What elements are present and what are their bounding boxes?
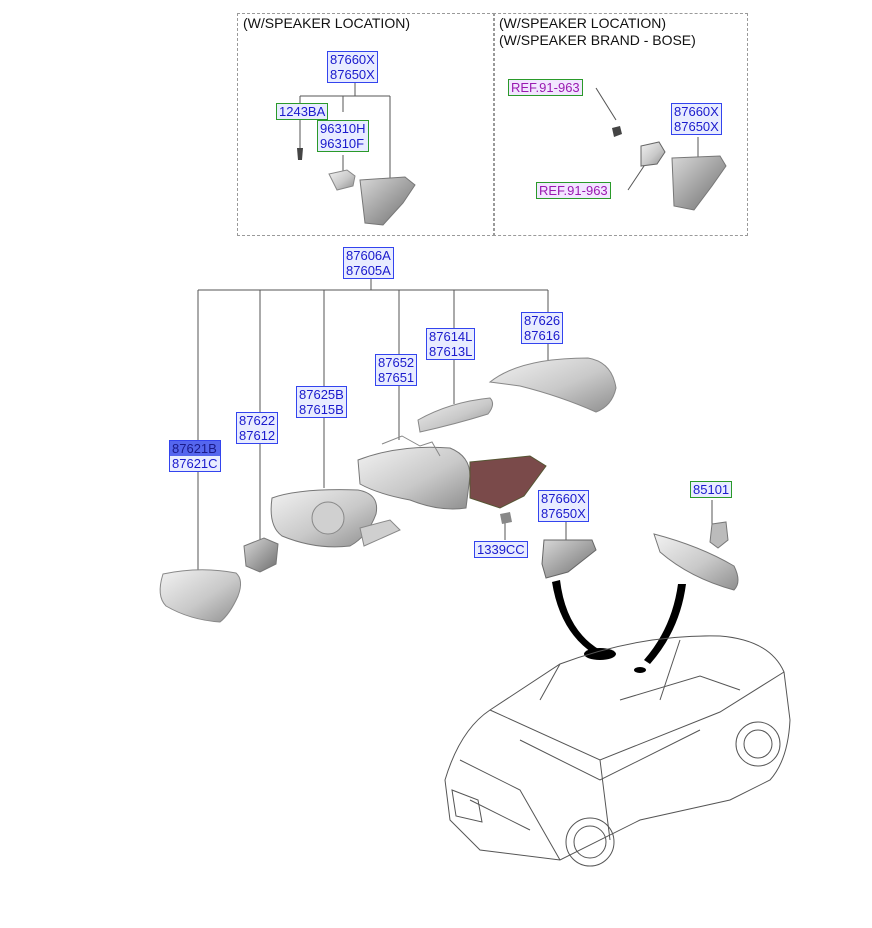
inset-box-left <box>237 13 495 236</box>
part-label-top-left-module[interactable]: 96310H 96310F <box>317 120 369 152</box>
inset-right-parts <box>612 126 727 211</box>
part-number: 87621B <box>172 441 217 456</box>
caption-speaker-location-bose-line1: (W/SPEAKER LOCATION) <box>499 15 666 31</box>
part-number: 1339CC <box>477 542 525 557</box>
triangle-housing <box>469 455 547 509</box>
car-illustration <box>444 635 791 867</box>
ref-label-upper[interactable]: REF.91-963 <box>508 79 583 96</box>
part-number: 87650X <box>541 506 586 521</box>
part-label-top-right-cover[interactable]: 87660X 87650X <box>671 103 722 135</box>
part-label-top-left-cover[interactable]: 87660X 87650X <box>327 51 378 83</box>
part-number: 87621C <box>170 456 220 471</box>
part-number: 87650X <box>674 119 719 134</box>
ref-number: REF.91-963 <box>539 183 608 198</box>
part-number: 87650X <box>330 67 375 82</box>
actuator <box>243 537 279 573</box>
part-label-triangle-cover[interactable]: 87660X 87650X <box>538 490 589 522</box>
ref-label-lower[interactable]: REF.91-963 <box>536 182 611 199</box>
caption-speaker-location-bose-line2: (W/SPEAKER BRAND - BOSE) <box>499 32 696 48</box>
part-number: 87660X <box>674 104 719 119</box>
part-label-top-left-screw[interactable]: 1243BA <box>276 103 329 120</box>
part-number: 87652 <box>378 355 415 370</box>
side-repeater <box>417 397 494 433</box>
part-label-actuator[interactable]: 87622 87612 <box>236 412 279 444</box>
part-label-nut[interactable]: 1339CC <box>474 541 528 558</box>
part-number: 87605A <box>346 263 391 278</box>
ref-number: REF.91-963 <box>511 80 580 95</box>
nut <box>500 512 512 524</box>
part-label-assembly[interactable]: 87606A 87605A <box>343 247 394 279</box>
part-number: 87606A <box>346 248 391 263</box>
part-number: 87612 <box>239 428 276 443</box>
part-number: 1243BA <box>279 104 326 119</box>
part-number: 87616 <box>524 328 561 343</box>
part-number: 87622 <box>239 413 276 428</box>
triangle-cover <box>541 539 597 579</box>
part-label-glass[interactable]: 87621B 87621C <box>169 440 221 472</box>
inside-mirror <box>653 533 739 591</box>
part-number: 85101 <box>693 482 730 497</box>
part-number: 87614L <box>429 329 473 344</box>
inset-left-parts <box>297 148 416 226</box>
mirror-glass <box>159 569 242 623</box>
part-number: 87651 <box>378 370 415 385</box>
pointer-arc-left <box>552 580 600 654</box>
inset-box-right <box>493 13 748 236</box>
part-number: 87613L <box>429 344 473 359</box>
part-number: 96310F <box>320 136 365 151</box>
part-number: 87660X <box>330 52 375 67</box>
part-label-housing-frame[interactable]: 87625B 87615B <box>296 386 347 418</box>
part-number: 87626 <box>524 313 561 328</box>
part-number: 87615B <box>299 402 344 417</box>
part-label-side-repeater[interactable]: 87614L 87613L <box>426 328 476 360</box>
part-number: 87660X <box>541 491 586 506</box>
part-label-scalp-cover[interactable]: 87626 87616 <box>521 312 564 344</box>
pointer-arc-right <box>644 584 686 664</box>
caption-speaker-location: (W/SPEAKER LOCATION) <box>243 15 410 31</box>
part-number: 87625B <box>299 387 344 402</box>
part-number: 96310H <box>320 121 366 136</box>
scalp-cover <box>488 357 617 413</box>
part-label-inside-mirror[interactable]: 85101 <box>690 481 733 498</box>
part-label-base[interactable]: 87652 87651 <box>375 354 418 386</box>
